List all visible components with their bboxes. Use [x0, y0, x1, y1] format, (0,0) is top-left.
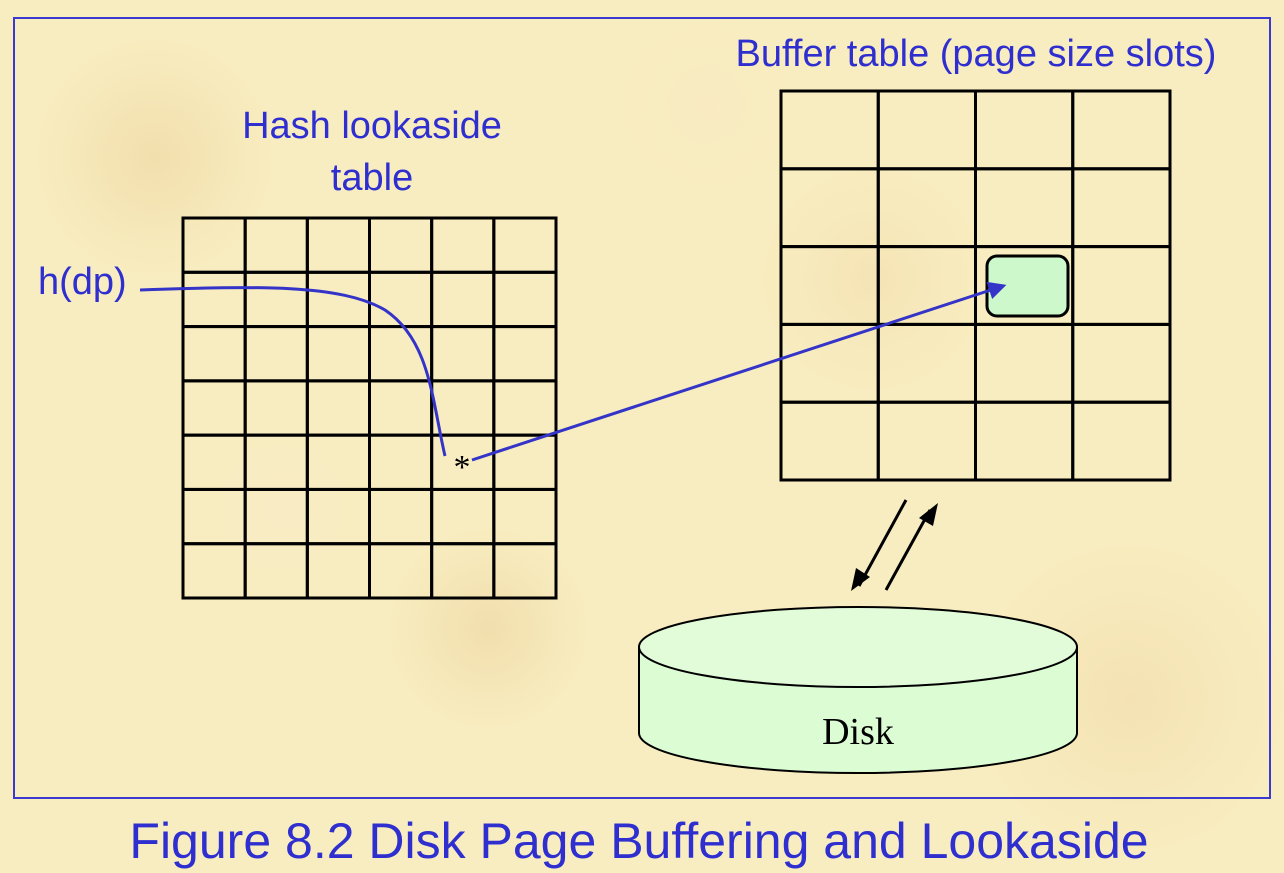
hash-table-cell [243, 542, 309, 600]
hash-table-cell [305, 487, 372, 546]
disk-cylinder [638, 606, 1078, 774]
hash-table-cell [243, 270, 309, 329]
arrow-from-disk [884, 509, 932, 591]
hash-table-cell [243, 433, 309, 491]
hash-table-cell [243, 379, 309, 437]
hash-table-cell [243, 487, 309, 546]
arrow-from-disk-head [919, 503, 938, 526]
buffer-table-cell [1071, 167, 1172, 249]
buffer-table-cell [1071, 400, 1172, 482]
buffer-table-cell [974, 400, 1075, 482]
hash-table-cell [305, 216, 372, 274]
buffer-table-title: Buffer table (page size slots) [736, 33, 1217, 75]
hash-table-cell [181, 433, 247, 491]
hash-table-cell [430, 487, 496, 546]
hash-table-cell [305, 433, 372, 491]
disk-transfer-arrows [851, 499, 938, 591]
hash-table-cell [368, 542, 434, 600]
hash-table-cell [430, 270, 496, 329]
hash-table-cell [430, 379, 496, 437]
hash-table-cell [492, 270, 558, 329]
buffer-table-cell [1071, 322, 1172, 404]
hash-table-cell [430, 325, 496, 383]
figure-caption: Figure 8.2 Disk Page Buffering and Looka… [129, 813, 1148, 869]
buffer-table-cell [1071, 89, 1172, 171]
hash-table-cell [492, 216, 558, 274]
buffer-table-cell [876, 89, 977, 171]
buffer-table-cell [779, 89, 880, 171]
hash-table-cell [181, 542, 247, 600]
buffer-table-cell [876, 167, 977, 249]
pointer-marker: * [454, 449, 471, 486]
buffer-table-cell [779, 245, 880, 326]
hash-table-cell [492, 542, 558, 600]
disk-top [638, 606, 1078, 688]
lookup-to-buffer-arrow [471, 281, 1007, 462]
hash-input-label: h(dp) [38, 261, 127, 303]
hash-table-cell [305, 542, 372, 600]
hash-table-cell [368, 270, 434, 329]
buffer-table-cell [779, 322, 880, 404]
hash-table-cell [492, 379, 558, 437]
hash-table-cell [430, 542, 496, 600]
hash-table-cell [181, 325, 247, 383]
hash-table-cell [430, 216, 496, 274]
buffer-table-cell [974, 89, 1075, 171]
hash-table-cell [368, 379, 434, 437]
buffer-table-cell [974, 322, 1075, 404]
buffer-table-cell [876, 245, 977, 326]
hash-table-title-line2: table [331, 157, 413, 199]
hash-table-cell [181, 270, 247, 329]
disk-label: Disk [822, 711, 894, 753]
hash-table-cell [368, 216, 434, 274]
arrow-to-disk-head [851, 568, 870, 591]
buffer-table-cell [1071, 245, 1172, 326]
hash-table-cell [305, 379, 372, 437]
hash-table-cell [181, 379, 247, 437]
hash-table-cell [181, 487, 247, 546]
arrow-to-disk [857, 499, 908, 587]
buffer-table-cell [876, 322, 977, 404]
hash-table-cell [368, 433, 434, 491]
buffer-table-cell [779, 167, 880, 249]
hash-lookaside-table [181, 216, 558, 600]
hash-table-cell [492, 487, 558, 546]
hash-table-cell [368, 487, 434, 546]
hash-table-cell [243, 325, 309, 383]
hash-table-cell [181, 216, 247, 274]
buffer-table-cell [974, 167, 1075, 249]
hash-table-cell [305, 325, 372, 383]
buffer-table-cell [876, 400, 977, 482]
figure-frame [13, 17, 1271, 799]
buffer-table [779, 89, 1172, 482]
hash-table-title-line1: Hash lookaside [242, 105, 502, 147]
hash-table-cell [368, 325, 434, 383]
hash-lookup-curve [139, 286, 447, 457]
hash-table-cell [243, 216, 309, 274]
buffer-table-cell [779, 400, 880, 482]
hash-table-cell [492, 325, 558, 383]
